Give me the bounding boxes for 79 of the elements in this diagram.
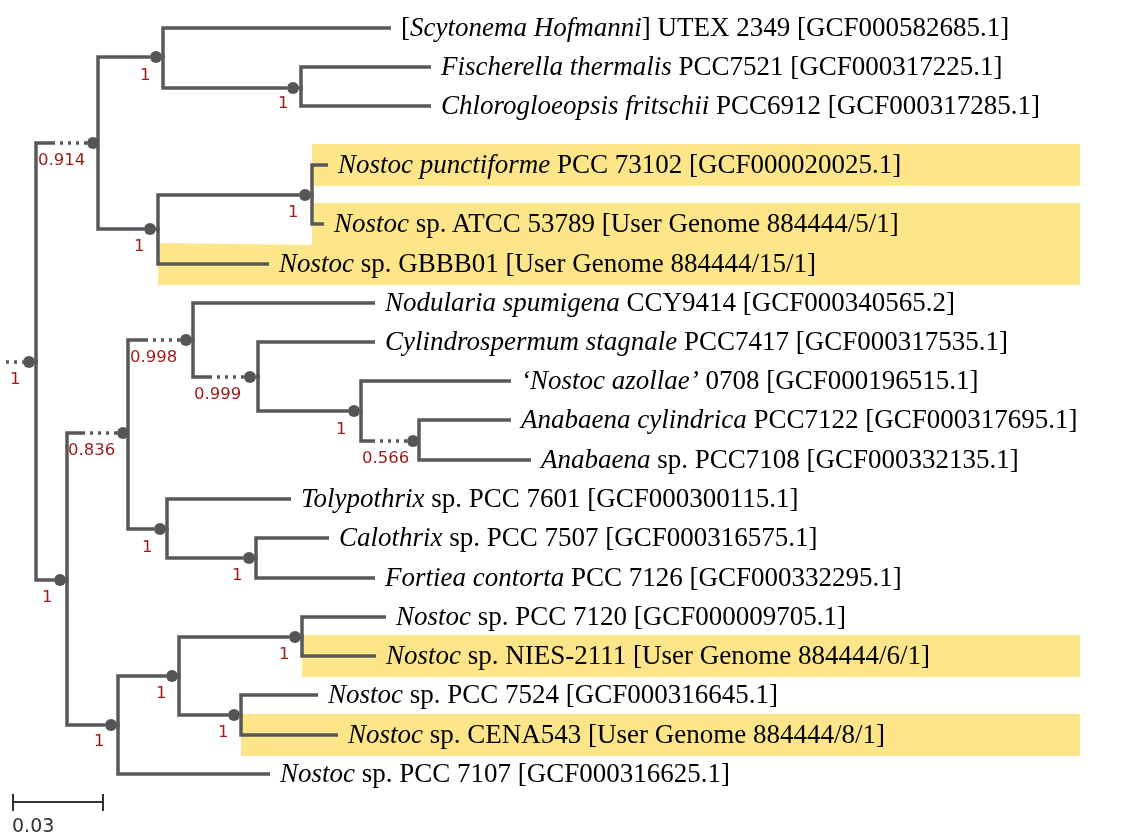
branch-node-dot [244,371,256,383]
root-branch [6,360,23,364]
branch-node-dot [105,719,117,731]
tree-branch [115,723,270,776]
branch-node-dot [144,223,156,235]
taxon-label: Tolypothrix sp. PCC 7601 [GCF000300115.1] [301,482,799,514]
tree-branch [255,375,348,413]
branch-node-dot [180,334,192,346]
taxon-label: [Scytonema Hofmanni] UTEX 2349 [GCF000582685.1] [401,11,1010,43]
support-value: 0.836 [68,441,116,459]
taxon-label: ‘Nostoc azollae’ 0708 [GCF000196515.1] [521,364,979,396]
taxon-label: Cylindrospermum stagnale PCC7417 [GCF000317535.1] [385,325,1009,357]
taxon-label: Fischerella thermalis PCC7521 [GCF000317225.1] [441,50,1003,82]
support-value: 1 [140,66,151,84]
support-value: 0.998 [130,348,178,366]
taxon-label: Anabaena sp. PCC7108 [GCF000332135.1] [541,443,1019,475]
taxon-label: Calothrix sp. PCC 7507 [GCF000316575.1] [339,521,818,553]
branch-node-dot [150,51,162,63]
support-value: 1 [142,538,153,556]
branch-node-dot [348,405,360,417]
taxon-label: Nostoc sp. PCC 7120 [GCF000009705.1] [396,600,847,632]
support-value: 1 [279,645,290,663]
tree-branch [155,227,269,266]
tree-branch [417,418,511,443]
support-value: 1 [336,420,347,438]
taxon-label: Chlorogloeopsis fritschii PCC6912 [GCF000317285.1] [441,89,1041,121]
branch-node-dot [299,189,311,201]
support-value: 1 [232,566,243,584]
branch-node-dot [289,631,301,643]
scale-label: 0.03 [12,815,55,835]
branch-node-dot [166,670,178,682]
support-value: 1 [218,723,229,741]
support-value: 1 [10,370,21,388]
support-value: 0.999 [194,385,242,403]
taxon-label: Nostoc sp. ATCC 53789 [User Genome 884444/5/1] [334,207,899,239]
branch-node-dot [154,523,166,535]
taxon-label: Fortiea contorta PCC 7126 [GCF000332295.1] [385,561,902,593]
support-value: 1 [156,684,167,702]
branch-node-dot [243,552,255,564]
support-value: 1 [288,203,299,221]
tree-branch [299,635,376,658]
tree-branch [160,55,287,90]
tree-branch [190,338,244,379]
tree-branch [126,338,180,435]
taxon-label: Nodularia spumigena CCY9414 [GCF000340565.2] [385,286,956,318]
highlight-band [312,144,1080,186]
tree-branch [64,578,105,727]
tree-branch [358,409,407,443]
tree-branch [96,55,150,145]
tree-branch [309,193,324,226]
branch-node-dot [117,427,129,439]
tree-branch [176,674,228,717]
branch-node-dot [228,709,240,721]
taxon-label: Nostoc sp. GBBB01 [User Genome 884444/15/1] [279,247,816,279]
support-value: 1 [278,94,289,112]
taxon-label: Anabaena cylindrica PCC7122 [GCF000317695.1] [521,403,1078,435]
taxon-label: Nostoc sp. PCC 7107 [GCF000316625.1] [280,757,731,789]
support-value: 1 [134,237,145,255]
branch-node-dot [287,82,299,94]
tree-branch [253,556,375,580]
support-value: 1 [42,588,53,606]
highlight-band [158,203,1080,285]
tree-branch [164,527,243,560]
tree-branch [298,86,431,108]
tree-branch [238,713,338,737]
highlight-band [241,714,1080,756]
tree-branch [96,141,144,231]
taxon-label: Nostoc sp. PCC 7524 [GCF000316645.1] [328,678,779,710]
highlight-band [302,635,1080,677]
support-value: 1 [94,732,105,750]
tree-branch [33,360,54,582]
support-value: 0.566 [362,449,410,467]
branch-node-dot [54,574,66,586]
tree-branch [417,439,531,462]
branch-node-dot [87,137,99,149]
support-value: 0.914 [38,151,86,169]
branch-node-dot [23,356,35,368]
branch-node-dot [407,435,419,447]
tree-branch [126,431,154,531]
